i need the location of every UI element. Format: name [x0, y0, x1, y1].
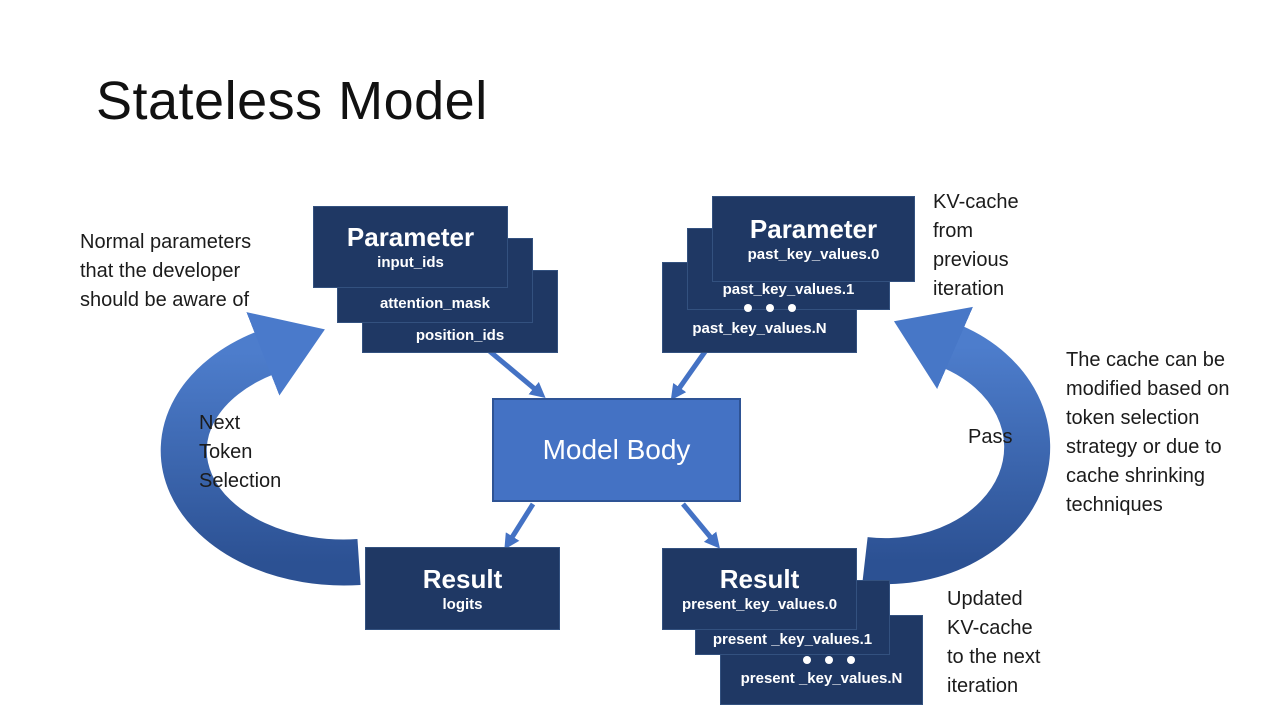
note-normal-parameters: Normal parameters that the developer sho…	[80, 231, 252, 311]
param-label: past_key_values.0	[747, 246, 880, 263]
arrow-left-params-to-model	[485, 347, 546, 399]
param-label: position_ids	[415, 327, 505, 344]
arrow-model-to-right-result	[681, 502, 720, 549]
model-body-box: Model Body	[492, 398, 741, 502]
param-stack-title: Parameter	[749, 214, 878, 244]
right-param-box-main: Parameter past_key_values.0	[712, 196, 915, 282]
result-label: present_key_values.0	[681, 596, 838, 613]
right-result-box-main: Result present_key_values.0	[662, 548, 857, 630]
ellipsis-icon	[796, 656, 862, 664]
result-title: Result	[422, 563, 503, 594]
result-title: Result	[719, 564, 800, 594]
page-title: Stateless Model	[96, 71, 488, 131]
pass-loop-arrow-icon	[862, 306, 1051, 585]
param-label: attention_mask	[379, 295, 491, 312]
arrow-model-to-left-result	[504, 502, 536, 550]
param-stack-title: Parameter	[346, 222, 475, 252]
left-param-box-main: Parameter input_ids	[313, 206, 508, 288]
note-pass: Pass	[968, 426, 1013, 448]
left-result-box: Result logits	[365, 547, 560, 630]
note-cache-modified: The cache can be modified based on token…	[1066, 349, 1230, 516]
param-label: input_ids	[377, 254, 444, 271]
param-label: past_key_values.1	[722, 281, 855, 298]
result-label: present _key_values.1	[712, 631, 873, 648]
model-body-label: Model Body	[542, 434, 691, 465]
result-label: present _key_values.N	[740, 670, 903, 687]
param-label: past_key_values.N	[692, 320, 827, 337]
note-kv-cache-from-previous: KV-cache from previous iteration	[933, 191, 1019, 300]
note-next-token-selection: Next Token Selection	[199, 412, 282, 492]
result-label: logits	[442, 595, 483, 613]
note-updated-kv-cache: Updated KV-cache to the next iteration	[947, 588, 1041, 697]
ellipsis-icon	[737, 304, 803, 312]
